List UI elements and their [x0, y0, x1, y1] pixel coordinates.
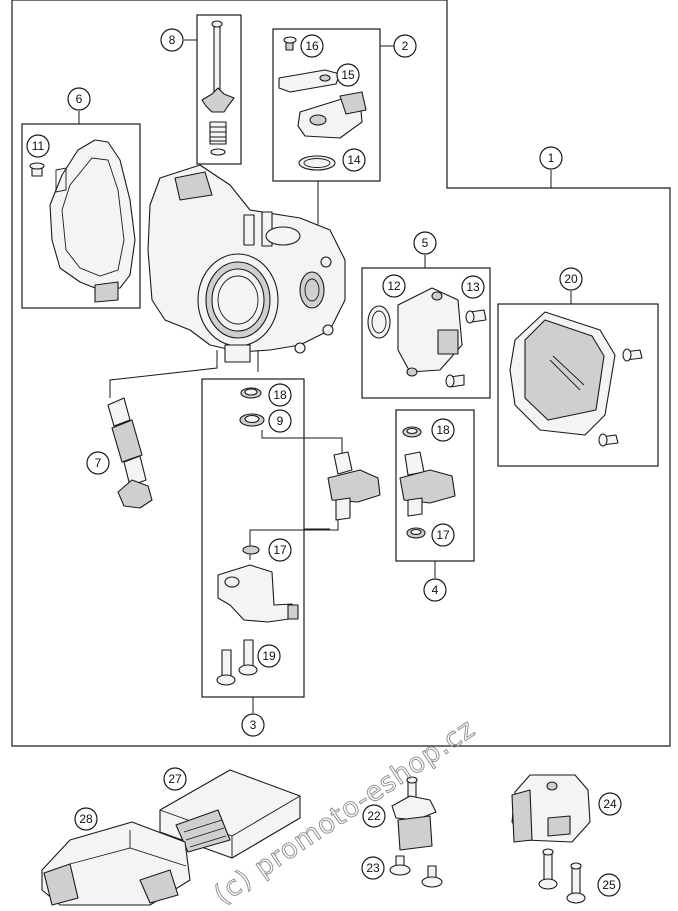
callout-18a: 18	[268, 383, 292, 407]
callout-25: 25	[597, 873, 621, 897]
svg-text:12: 12	[387, 279, 401, 293]
callout-9: 9	[268, 409, 292, 433]
callout-6: 6	[67, 87, 91, 111]
svg-text:23: 23	[366, 861, 380, 875]
screw-23	[389, 855, 443, 888]
callout-17b: 17	[431, 523, 455, 547]
callout-24: 24	[598, 792, 622, 816]
injector	[327, 451, 381, 521]
svg-text:15: 15	[341, 68, 355, 82]
svg-text:27: 27	[168, 772, 182, 786]
callout-16: 16	[300, 34, 324, 58]
throttle-body	[147, 164, 346, 363]
screw-11	[29, 162, 45, 177]
group-box-20	[497, 303, 659, 467]
svg-text:24: 24	[603, 797, 617, 811]
svg-text:16: 16	[305, 39, 319, 53]
sensor-20	[509, 311, 643, 447]
svg-text:18: 18	[273, 388, 287, 402]
svg-text:2: 2	[402, 39, 409, 53]
svg-text:11: 11	[32, 139, 45, 153]
callout-22: 22	[362, 804, 386, 828]
callout-13: 13	[461, 275, 485, 299]
svg-text:4: 4	[432, 583, 439, 597]
svg-text:18: 18	[436, 423, 450, 437]
group-box-2	[272, 28, 381, 182]
callout-14: 14	[342, 148, 366, 172]
callout-8: 8	[160, 28, 184, 52]
svg-text:6: 6	[76, 92, 83, 106]
svg-text:14: 14	[347, 153, 361, 167]
group-box-8	[196, 14, 242, 165]
svg-text:17: 17	[436, 528, 450, 542]
callout-18b: 18	[431, 418, 455, 442]
idle-screw-8	[201, 20, 235, 156]
callout-23: 23	[361, 856, 385, 880]
svg-text:1: 1	[548, 151, 555, 165]
svg-text:19: 19	[262, 649, 276, 663]
group-box-6	[21, 123, 141, 309]
callout-11: 11	[26, 134, 50, 158]
svg-text:22: 22	[367, 809, 381, 823]
svg-text:20: 20	[564, 272, 578, 286]
svg-text:25: 25	[602, 878, 616, 892]
callout-27: 27	[163, 767, 187, 791]
svg-text:8: 8	[169, 33, 176, 47]
callout-5: 5	[413, 231, 437, 255]
callout-2: 2	[393, 34, 417, 58]
sensor-24	[511, 774, 591, 843]
callout-4: 4	[423, 578, 447, 602]
svg-text:3: 3	[250, 718, 257, 732]
callout-20: 20	[559, 267, 583, 291]
callout-3: 3	[241, 713, 265, 737]
callout-28: 28	[74, 807, 98, 831]
sensor-5	[367, 287, 487, 388]
callout-12: 12	[382, 274, 406, 298]
group-box-5	[361, 267, 491, 399]
bolt-25	[538, 848, 586, 904]
bracket-6	[49, 139, 136, 303]
control-unit-27	[159, 769, 301, 859]
leader-lines	[78, 39, 572, 713]
assembly-frame-1	[11, 0, 671, 747]
callout-7: 7	[86, 451, 110, 475]
svg-text:9: 9	[277, 414, 284, 428]
svg-text:17: 17	[273, 543, 287, 557]
component-3	[216, 387, 299, 686]
sensor-2	[278, 36, 367, 171]
svg-text:13: 13	[466, 280, 480, 294]
callout-17a: 17	[268, 538, 292, 562]
svg-text:28: 28	[79, 812, 93, 826]
injector-4	[399, 426, 456, 539]
svg-text:5: 5	[422, 236, 429, 250]
component-7	[107, 397, 153, 509]
svg-text:7: 7	[95, 456, 102, 470]
callout-19: 19	[257, 644, 281, 668]
callout-1: 1	[539, 146, 563, 170]
sensor-22	[391, 776, 437, 851]
module-28	[41, 821, 191, 906]
callout-15: 15	[336, 63, 360, 87]
